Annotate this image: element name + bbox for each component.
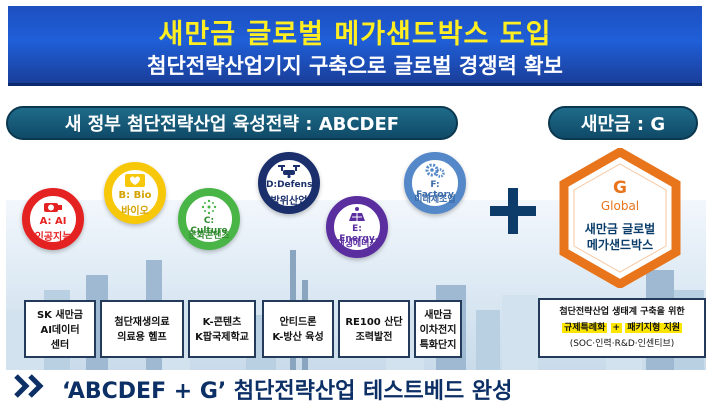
project-line: AI데이터	[40, 325, 80, 336]
global-letter: G	[613, 178, 627, 198]
global-support-box: 첨단전략산업 생태계 구축을 위한 규제특례화 + 패키지형 지원 (SOC·인…	[538, 298, 706, 358]
sector-energy-code: E: Energy	[339, 224, 375, 244]
sector-culture-circle: C: Culture 문화콘텐츠	[178, 188, 240, 250]
project-line: 안티드론	[279, 317, 317, 328]
project-line: 의료용 헴프	[117, 332, 167, 343]
sector-bio-code: B: Bio	[118, 190, 152, 201]
regulation-highlight: 규제특례화	[561, 323, 608, 333]
sector-ai-label: 인공지능	[34, 232, 72, 243]
gears-icon	[425, 163, 445, 178]
project-line: 센터	[50, 340, 70, 351]
project-line: 특화단지	[419, 340, 457, 351]
project-line: RE100 산단	[345, 317, 403, 328]
project-line: SK 새만금	[36, 310, 84, 321]
saemangeum-g-pill: 새만금 : G	[548, 106, 698, 140]
sector-ai-circle: A: AI 인공지능	[22, 188, 84, 250]
strategy-pill: 새 정부 첨단전략산업 육성전략 : ABCDEF	[6, 106, 458, 140]
project-box-ai: SK 새만금 AI데이터 센터	[24, 300, 96, 358]
global-support-line2: 규제특례화 + 패키지형 지원	[561, 320, 683, 336]
project-line: K-방산 육성	[272, 332, 324, 343]
sector-ai-code: A: AI	[39, 216, 67, 227]
sector-bio-circle: B: Bio 바이오	[104, 162, 166, 224]
double-chevron-icon	[14, 374, 44, 398]
project-box-energy: RE100 산단 조력발전	[338, 300, 410, 358]
package-highlight: 패키지형 지원	[625, 323, 683, 333]
hexagon-global-badge	[559, 148, 681, 288]
solar-panel-icon	[349, 207, 365, 221]
sector-defense-code: D:Defense	[266, 180, 319, 190]
sector-factory-label: 미래제조업	[414, 195, 456, 205]
sector-factory-circle: F: Factory 미래제조업	[404, 152, 466, 214]
sector-factory-code: F: Factory	[416, 180, 454, 200]
project-box-culture: K-콘텐츠 K팝국제학교	[188, 300, 256, 358]
header-banner: 새만금 글로벌 메가샌드박스 도입 첨단전략산업기지 구축으로 글로벌 경쟁력 …	[8, 6, 702, 86]
heart-monitor-icon	[125, 174, 145, 187]
sector-defense-circle: D:Defense 방위산업	[258, 152, 320, 214]
project-box-bio: 첨단재생의료 의료용 헴프	[100, 300, 184, 358]
sector-energy-label: 재생에너지	[336, 239, 378, 249]
footer-headline: ‘ABCDEF + G’ 첨단전략산업 테스트베드 완성	[62, 379, 513, 404]
project-line: 조력발전	[355, 332, 393, 343]
global-line2: 메가샌드박스	[586, 238, 654, 252]
camera-icon	[44, 203, 62, 212]
project-line: 새만금	[424, 310, 452, 321]
global-support-line3: (SOC·인력·R&D·인센티브)	[569, 339, 675, 349]
sector-energy-circle: E: Energy 재생에너지	[326, 196, 388, 258]
page-subtitle: 첨단전략산업기지 구축으로 글로벌 경쟁력 확보	[147, 54, 563, 78]
project-line: K-콘텐츠	[202, 317, 242, 328]
global-word: Global	[600, 199, 640, 213]
sparkle-icon	[201, 199, 217, 215]
project-line: K팝국제학교	[195, 332, 249, 343]
global-support-line1: 첨단전략산업 생태계 구축을 위한	[559, 307, 685, 317]
plus-icon	[490, 188, 536, 234]
project-box-factory: 새만금 이차전지 특화단지	[414, 300, 462, 358]
sector-defense-label: 방위산업	[270, 196, 308, 207]
global-line1: 새만금 글로벌	[584, 222, 656, 236]
sector-bio-label: 바이오	[121, 206, 149, 217]
drone-icon	[278, 165, 300, 179]
project-line: 이차전지	[419, 325, 457, 336]
project-box-defense: 안티드론 K-방산 육성	[262, 300, 334, 358]
plus-highlight: +	[610, 323, 623, 333]
project-line: 첨단재생의료	[114, 317, 170, 328]
sector-culture-label: 문화콘텐츠	[188, 231, 230, 241]
footer-bar: ‘ABCDEF + G’ 첨단전략산업 테스트베드 완성	[0, 370, 710, 405]
page-title: 새만금 글로벌 메가샌드박스 도입	[158, 19, 552, 50]
sector-culture-code: C: Culture	[190, 216, 228, 236]
